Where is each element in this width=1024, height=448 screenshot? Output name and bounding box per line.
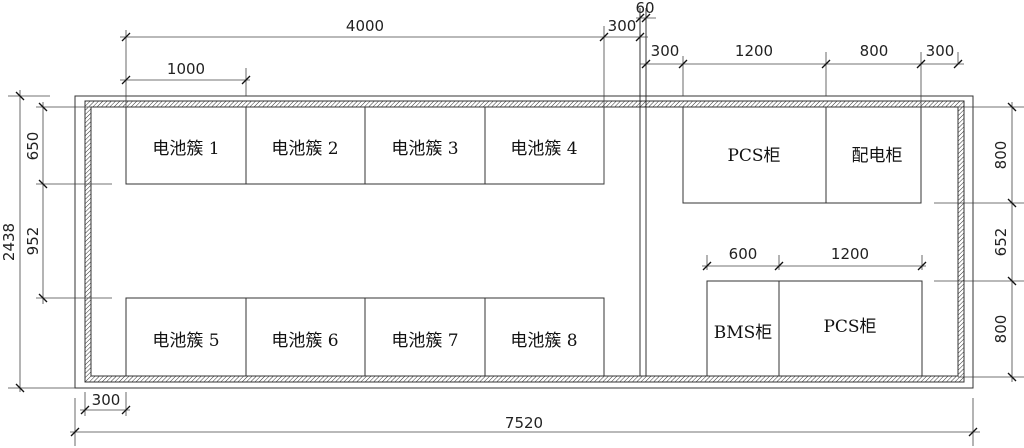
dim-left-952: 952 <box>24 227 42 256</box>
dimension-lines <box>8 13 1024 446</box>
equipment-bottom: BMS柜 PCS柜 <box>706 280 923 377</box>
battery-cluster-8: 电池簇 8 <box>510 331 577 351</box>
dim-right-top-2: 1200 <box>735 42 773 60</box>
battery-cluster-1: 电池簇 1 <box>152 139 219 159</box>
container-outline <box>74 95 974 389</box>
battery-cluster-4: 电池簇 4 <box>510 139 577 159</box>
dim-right-652: 652 <box>992 228 1010 257</box>
pcs-cabinet-bottom: PCS柜 <box>823 317 876 337</box>
dim-bottom-offset: 300 <box>92 391 121 409</box>
dim-lower-1: 600 <box>729 245 758 263</box>
dim-right-800-top: 800 <box>992 141 1010 170</box>
dim-cluster-width: 1000 <box>167 60 205 78</box>
bms-cabinet: BMS柜 <box>714 323 773 343</box>
dim-right-top-1: 300 <box>651 42 680 60</box>
dim-right-800-bottom: 800 <box>992 315 1010 344</box>
dim-left-650: 650 <box>24 132 42 161</box>
battery-clusters-top: 电池簇 1 电池簇 2 电池簇 3 电池簇 4 <box>125 106 605 185</box>
equipment-top: PCS柜 配电柜 <box>682 106 922 204</box>
dim-partition: 60 <box>635 0 654 17</box>
battery-cluster-6: 电池簇 6 <box>271 331 338 351</box>
battery-clusters-bottom: 电池簇 5 电池簇 6 电池簇 7 电池簇 8 <box>125 297 605 377</box>
dim-lower-2: 1200 <box>831 245 869 263</box>
battery-cluster-3: 电池簇 3 <box>391 139 458 159</box>
dim-right-top-3: 800 <box>860 42 889 60</box>
dim-bottom-total: 7520 <box>505 414 543 432</box>
dim-left-total: 2438 <box>0 223 18 261</box>
battery-cluster-2: 电池簇 2 <box>271 139 338 159</box>
pcs-cabinet-top: PCS柜 <box>727 146 780 166</box>
battery-cluster-7: 电池簇 7 <box>391 331 458 351</box>
battery-cluster-5: 电池簇 5 <box>152 331 219 351</box>
dim-right-top-4: 300 <box>926 42 955 60</box>
dim-top-gap: 300 <box>608 17 637 35</box>
dim-top-total: 4000 <box>346 17 384 35</box>
distribution-cabinet: 配电柜 <box>852 146 903 166</box>
hatched-wall <box>84 100 965 383</box>
